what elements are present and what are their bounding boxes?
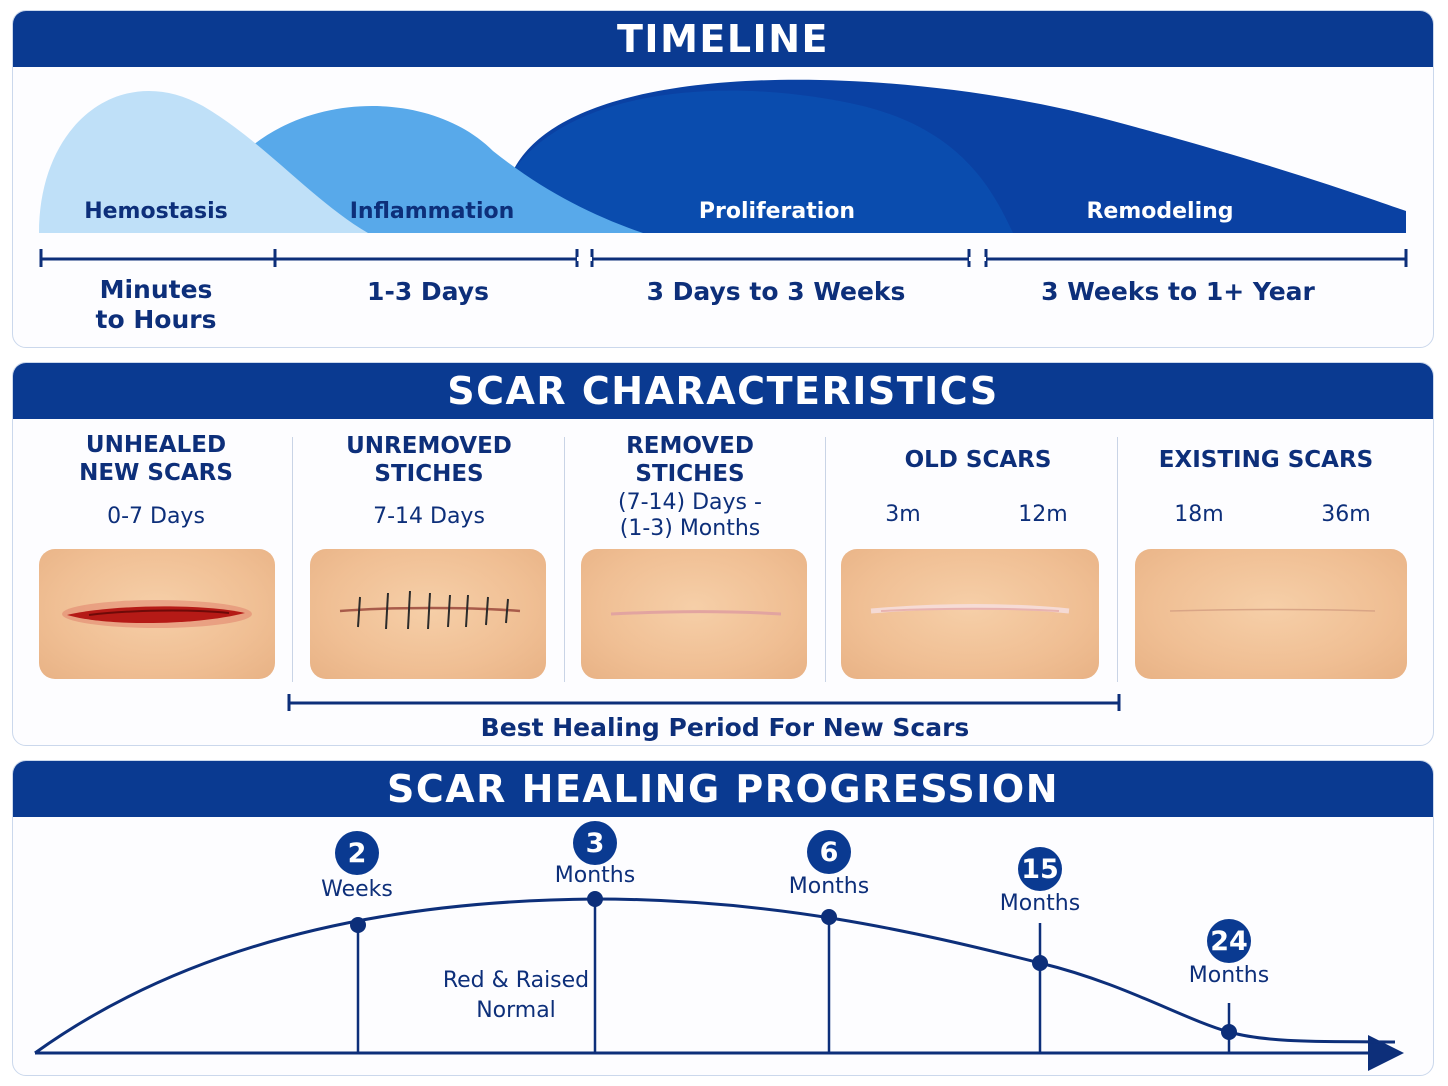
timeline-panel: TIMELINE Hemostasis Inflammation Prolife… [12, 10, 1434, 348]
faint-scar-icon [610, 610, 782, 616]
inflammation-curve [246, 106, 643, 233]
duration-proliferation: 3 Days to 3 Weeks [646, 277, 906, 306]
column-title-old-scars: OLD SCARS [904, 447, 1052, 473]
milestone-badge-2: 2 [335, 831, 379, 875]
progression-curve [34, 891, 1404, 1071]
phase-label-inflammation: Inflammation [349, 199, 515, 224]
milestone-dot [1032, 955, 1048, 971]
phase-label-remodeling: Remodeling [1086, 199, 1234, 224]
old-scars-left-label: 3m [885, 502, 921, 527]
milestone-dot [587, 891, 603, 907]
note-red-raised: Red & Raised [442, 968, 590, 993]
duration-hemostasis: Minutes to Hours [96, 275, 217, 335]
title-line: STICHES [374, 461, 484, 487]
duration-line-1: Minutes [99, 275, 213, 304]
sub-line: (7-14) Days - [618, 490, 762, 515]
phase-label-proliferation: Proliferation [698, 199, 856, 224]
proliferation-curve [513, 90, 1013, 233]
duration-line-2: to Hours [95, 305, 217, 334]
scar-image-existing [1135, 549, 1407, 679]
column-title-existing-scars: EXISTING SCARS [1158, 447, 1374, 473]
column-divider [564, 437, 565, 682]
stitches-icon [339, 590, 521, 630]
existing-scars-left-label: 18m [1174, 502, 1224, 527]
column-divider [825, 437, 826, 682]
milestone-badge-15: 15 [1018, 847, 1062, 891]
sub-line: (1-3) Months [619, 516, 761, 541]
milestone-badge-3: 3 [573, 821, 617, 865]
best-period-label: Best Healing Period For New Scars [480, 713, 970, 742]
duration-remodeling: 3 Weeks to 1+ Year [1041, 277, 1315, 306]
milestone-unit-6: Months [788, 874, 870, 899]
column-sub-unremoved: 7-14 Days [373, 504, 485, 529]
scar-image-stitches [310, 549, 546, 679]
title-line: REMOVED [626, 433, 754, 459]
existing-scars-right-label: 36m [1321, 502, 1371, 527]
milestone-dot [350, 917, 366, 933]
best-period-bracket [287, 694, 1121, 711]
hemostasis-curve [39, 90, 368, 233]
phase-curves [39, 79, 1406, 233]
note-normal: Normal [476, 998, 556, 1023]
column-divider [1117, 437, 1118, 682]
scar-image-old [841, 549, 1099, 679]
column-sub-removed: (7-14) Days - (1-3) Months [618, 490, 762, 542]
progression-panel: SCAR HEALING PROGRESSION 2 Weeks 3 Month… [12, 760, 1434, 1076]
column-title-unremoved: UNREMOVED STICHES [346, 432, 512, 488]
duration-inflammation: 1-3 Days [367, 277, 489, 306]
timeline-header: TIMELINE [13, 11, 1433, 67]
column-title-unhealed: UNHEALED NEW SCARS [79, 431, 233, 487]
title-line: UNREMOVED [346, 433, 512, 459]
scar-image-unhealed [39, 549, 275, 679]
milestone-unit-24: Months [1188, 963, 1270, 988]
milestone-badge-6: 6 [807, 830, 851, 874]
title-line: NEW SCARS [79, 460, 233, 486]
title-line: STICHES [635, 461, 745, 487]
column-title-removed: REMOVED STICHES [626, 432, 754, 488]
milestone-unit-3: Months [554, 863, 636, 888]
title-line: UNHEALED [85, 432, 227, 458]
milestone-unit-2: Weeks [321, 877, 393, 902]
progression-header: SCAR HEALING PROGRESSION [13, 761, 1433, 817]
column-sub-unhealed: 0-7 Days [107, 504, 205, 529]
mature-scar-icon [1169, 608, 1376, 612]
scar-header: SCAR CHARACTERISTICS [13, 363, 1433, 419]
scar-panel: SCAR CHARACTERISTICS UNHEALED NEW SCARS … [12, 362, 1434, 746]
old-scars-right-label: 12m [1018, 502, 1068, 527]
column-divider [292, 437, 293, 682]
healed-scar-icon [870, 604, 1070, 614]
milestone-dot [821, 909, 837, 925]
open-wound-icon [62, 600, 252, 628]
milestone-unit-15: Months [999, 891, 1081, 916]
phase-label-hemostasis: Hemostasis [84, 199, 228, 224]
scar-image-removed [581, 549, 807, 679]
milestone-badge-24: 24 [1207, 919, 1251, 963]
milestone-dot [1221, 1024, 1237, 1040]
progression-note: Red & Raised Normal [443, 966, 589, 1026]
duration-brackets [39, 249, 1408, 267]
